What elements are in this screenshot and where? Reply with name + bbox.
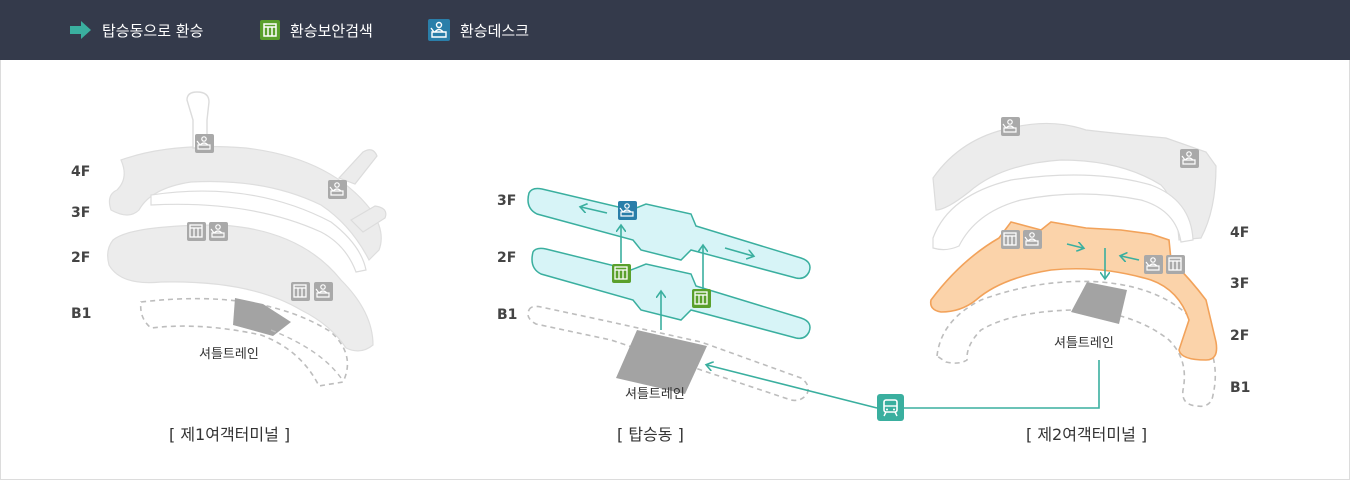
t1-security-icon-2f: [187, 222, 206, 241]
t1-2f-building: [107, 224, 374, 352]
t2-b1-outline: [936, 280, 1217, 408]
t1-security-icon-east: [291, 282, 310, 301]
concourse-2f-floor: [531, 247, 811, 340]
t2-floor-3f: 3F: [1230, 276, 1249, 292]
t1-east-pier: [337, 149, 378, 185]
legend-desk-label: 환승데스크: [460, 21, 530, 40]
concourse-security-icon-2f-right: [692, 289, 711, 308]
concourse-shuttle-label: 셔틀트레인: [625, 387, 685, 402]
t1-title: [ 제1여객터미널 ]: [169, 425, 290, 444]
concourse-security-icon-2f-left: [612, 264, 631, 283]
t1-shuttle-label: 셔틀트레인: [199, 347, 259, 362]
terminal1-map: 4F 3F 2F B1 셔틀트레인 [ 제1여객터미널 ]: [71, 91, 387, 444]
t2-security-icon-right: [1166, 255, 1185, 274]
t2-security-icon-west: [1001, 230, 1020, 249]
legend-desk: 환승데스크: [428, 18, 529, 42]
transfer-map: 4F 3F 2F B1 셔틀트레인 [ 제1여객터미널 ] 3F: [0, 60, 1350, 480]
t2-floor-4f: 4F: [1230, 225, 1249, 241]
t2-shuttle-platform: [1071, 282, 1127, 324]
train-icon: [877, 394, 904, 421]
t1-desk-icon-east: [328, 180, 347, 199]
transfer-desk-icon: [428, 19, 450, 41]
terminal2-map: 4F 3F 2F B1 셔틀트레인 [ 제2여객터미널 ]: [929, 117, 1250, 444]
concourse-title: [ 탑승동 ]: [617, 425, 684, 444]
t2-desk-icon-west: [1023, 230, 1042, 249]
t2-floor-2f: 2F: [1230, 328, 1249, 344]
t2-desk-icon-north: [1001, 117, 1020, 136]
t1-b1-outline: [139, 297, 349, 387]
t1-upper-building: [108, 145, 382, 262]
legend-security: 환승보안검색: [260, 18, 373, 42]
t2-desk-icon-east: [1180, 149, 1199, 168]
t1-desk-icon-east2: [314, 282, 333, 301]
t2-3f-building: [932, 174, 1194, 251]
concourse-map: 3F 2F B1 셔틀트레인 [ 탑승동 ]: [497, 187, 811, 444]
t1-floor-b1: B1: [71, 306, 91, 322]
t2-shuttle-label: 셔틀트레인: [1054, 336, 1114, 351]
concourse-floor-3f: 3F: [497, 193, 516, 209]
t1-floor-4f: 4F: [71, 164, 90, 180]
concourse-floor-b1: B1: [497, 307, 517, 323]
t2-floor-b1: B1: [1230, 380, 1250, 396]
t1-floor-3f: 3F: [71, 205, 90, 221]
t1-desk-icon-4f: [195, 134, 214, 153]
shuttle-route: [707, 360, 1100, 421]
t2-desk-icon-right: [1144, 255, 1163, 274]
legend-transfer: 탑승동으로 환승: [70, 18, 203, 42]
concourse-floor-2f: 2F: [497, 250, 516, 266]
concourse-shuttle-platform: [616, 330, 707, 394]
legend-security-label: 환승보안검색: [290, 21, 373, 40]
t1-floor-2f: 2F: [71, 250, 90, 266]
concourse-desk-icon-3f: [618, 201, 637, 220]
t2-title: [ 제2여객터미널 ]: [1026, 425, 1147, 444]
legend-transfer-label: 탑승동으로 환승: [102, 21, 204, 40]
legend-bar: 탑승동으로 환승 환승보안검색 환승데스크: [0, 0, 1350, 60]
right-arrow-icon: [70, 20, 92, 40]
t1-desk-icon-2f: [209, 222, 228, 241]
security-gate-icon: [260, 20, 280, 40]
t1-shuttle-platform: [233, 298, 291, 336]
